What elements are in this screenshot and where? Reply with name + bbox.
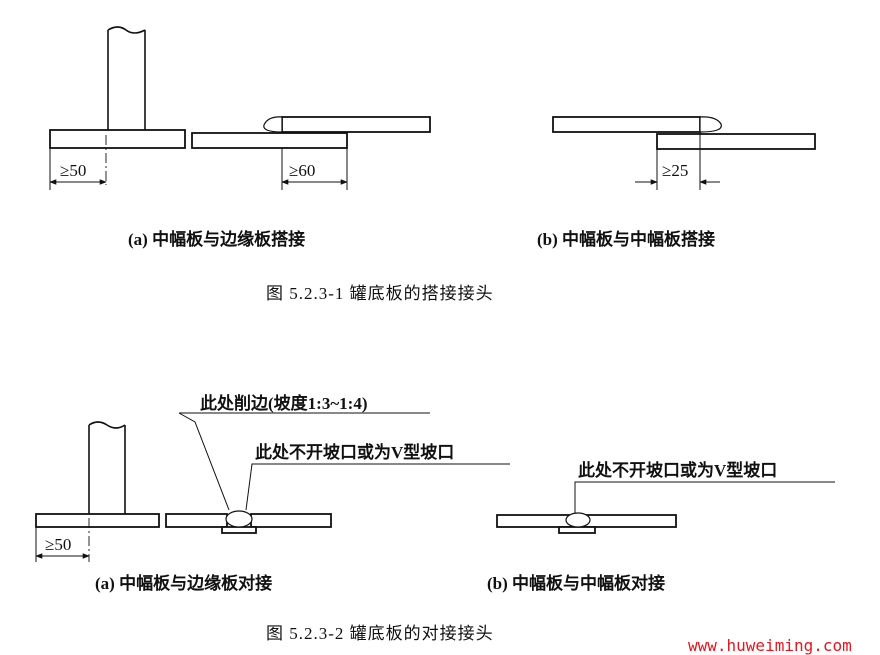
note-groove-a: 此处不开坡口或为V型坡口 — [255, 442, 454, 462]
edge-plate — [49, 129, 186, 149]
butt-weld — [565, 512, 591, 528]
fillet-weld — [263, 116, 283, 133]
leader-line-chamfer — [178, 412, 230, 511]
shell-wall — [88, 425, 126, 514]
middle-plate-lower — [656, 133, 816, 150]
edge-plate — [35, 513, 160, 528]
fig1-caption-a: (a) 中幅板与边缘板搭接 — [128, 229, 305, 249]
butt-weld — [225, 510, 253, 528]
middle-plate-right — [584, 514, 677, 528]
dim-25-label: ≥25 — [662, 161, 688, 180]
dim-60-label: ≥60 — [289, 161, 315, 180]
fig2-title: 图 5.2.3-2 罐底板的对接接头 — [266, 624, 494, 643]
leader-line-groove — [245, 463, 510, 511]
shell-wall — [107, 30, 146, 130]
fig2-a-butt-joint-edge: ≥50 此处削边(坡度1:3~1:4) 此处不开坡口或为V型坡口 — [35, 393, 510, 562]
middle-plate — [250, 513, 332, 528]
shell-break-line — [107, 26, 146, 34]
edge-plate-end — [165, 513, 228, 528]
backing-strip — [221, 526, 257, 534]
note-chamfer: 此处削边(坡度1:3~1:4) — [200, 393, 368, 413]
fig2-caption-a: (a) 中幅板与边缘板对接 — [95, 573, 272, 593]
middle-plate-upper — [552, 116, 701, 133]
backing-strip — [558, 526, 596, 534]
fig1-caption-b: (b) 中幅板与中幅板搭接 — [537, 229, 715, 249]
middle-plate-upper — [281, 116, 431, 133]
shell-break-line — [88, 421, 126, 429]
fillet-weld — [699, 116, 722, 133]
leader-line-groove — [574, 481, 835, 513]
dim-50-label: ≥50 — [60, 161, 86, 180]
fig2-caption-b: (b) 中幅板与中幅板对接 — [487, 573, 665, 593]
fig1-title: 图 5.2.3-1 罐底板的搭接接头 — [266, 284, 494, 303]
dim-50-label: ≥50 — [45, 535, 71, 554]
watermark-url: www.huweiming.com — [688, 636, 852, 655]
fig1-a-lap-joint-edge: ≥50 ≥60 — [49, 26, 431, 190]
fig1-b-lap-joint-middle: ≥25 — [552, 116, 816, 190]
fig2-b-butt-joint-middle: 此处不开坡口或为V型坡口 — [496, 460, 835, 534]
middle-plate-lower — [191, 132, 348, 149]
middle-plate-left — [496, 514, 572, 528]
note-groove-b: 此处不开坡口或为V型坡口 — [578, 460, 777, 480]
